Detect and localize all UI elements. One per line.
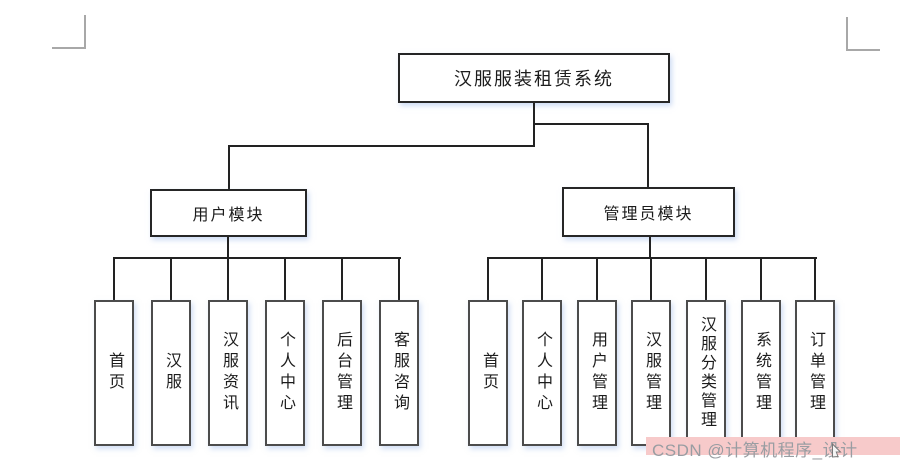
connector-line <box>228 145 230 189</box>
leaf-admin-order-mgmt: 订单管理 <box>795 300 835 446</box>
connector-line <box>649 237 651 259</box>
leaf-label: 个人中心 <box>277 331 294 415</box>
leaf-label: 后台管理 <box>334 331 351 415</box>
leaf-user-personal-center: 个人中心 <box>265 300 305 446</box>
connector-line <box>113 257 115 300</box>
leaf-label: 汉服 <box>163 352 180 394</box>
leaf-label: 汉服分类管理 <box>698 316 715 430</box>
connector-line <box>533 103 535 147</box>
connector-line <box>398 257 400 300</box>
connector-line <box>541 257 543 300</box>
leaf-user-customer-service: 客服咨询 <box>379 300 419 446</box>
leaf-label: 系统管理 <box>753 331 770 415</box>
connector-line <box>227 257 229 300</box>
leaf-admin-user-mgmt: 用户管理 <box>577 300 617 446</box>
leaf-label: 首页 <box>480 352 497 394</box>
connector-line <box>814 257 816 300</box>
leaf-label: 汉服管理 <box>643 331 660 415</box>
module-node-user-label: 用户模块 <box>192 207 265 224</box>
leaf-user-hanfu-info: 汉服资讯 <box>208 300 248 446</box>
connector-line <box>650 257 652 300</box>
module-node-admin: 管理员模块 <box>562 187 735 237</box>
connector-line <box>487 257 489 300</box>
connector-line <box>170 257 172 300</box>
leaf-label: 客服咨询 <box>391 331 408 415</box>
leaf-label: 订单管理 <box>807 331 824 415</box>
leaf-label: 个人中心 <box>534 331 551 415</box>
leaf-label: 首页 <box>106 352 123 394</box>
leaf-admin-hanfu-mgmt: 汉服管理 <box>631 300 671 446</box>
connector-line <box>647 123 649 187</box>
connector-line <box>228 145 535 147</box>
leaf-label: 用户管理 <box>589 331 606 415</box>
page-corner-mark-top-right <box>846 17 880 51</box>
leaf-label: 汉服资讯 <box>220 331 237 415</box>
leaf-user-hanfu: 汉服 <box>151 300 191 446</box>
root-node: 汉服服装租赁系统 <box>398 53 670 103</box>
connector-line <box>760 257 762 300</box>
leaf-admin-hanfu-category-mgmt: 汉服分类管理 <box>686 300 726 446</box>
connector-line <box>705 257 707 300</box>
leaf-user-home: 首页 <box>94 300 134 446</box>
connector-line <box>113 257 401 259</box>
connector-line <box>596 257 598 300</box>
connector-line <box>487 257 817 259</box>
root-node-label: 汉服服装租赁系统 <box>454 69 614 89</box>
connector-line <box>284 257 286 300</box>
connector-line <box>227 237 229 259</box>
module-node-user: 用户模块 <box>150 189 307 237</box>
mouse-cursor-icon <box>832 443 842 458</box>
page-corner-mark-top-left <box>52 15 86 49</box>
connector-line <box>533 123 649 125</box>
module-node-admin-label: 管理员模块 <box>603 206 694 223</box>
leaf-admin-home: 首页 <box>468 300 508 446</box>
leaf-admin-system-mgmt: 系统管理 <box>741 300 781 446</box>
leaf-user-backend-mgmt: 后台管理 <box>322 300 362 446</box>
watermark-text: CSDN @计算机程序_设计 <box>652 441 858 460</box>
leaf-admin-personal-center: 个人中心 <box>522 300 562 446</box>
connector-line <box>341 257 343 300</box>
